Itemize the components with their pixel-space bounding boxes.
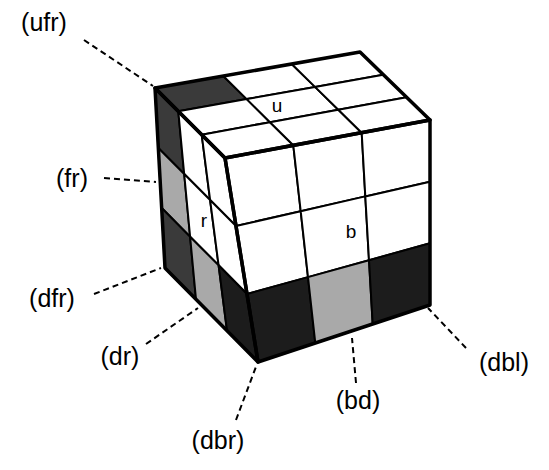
cube-outline <box>155 52 430 158</box>
face-label: u <box>270 96 285 115</box>
cube-edges <box>155 52 430 362</box>
cube-outline <box>225 120 430 362</box>
callout-label: (ufr) <box>21 10 67 35</box>
leader-line <box>428 308 466 348</box>
face-label: r <box>199 211 209 230</box>
callout-label: (bd) <box>336 388 380 413</box>
cube-outline <box>155 88 258 362</box>
callout-label: (dr) <box>101 344 140 369</box>
leader-line <box>94 268 161 294</box>
callout-label: (dbl) <box>479 350 529 375</box>
cube-cells <box>155 52 430 362</box>
callout-label: (dfr) <box>29 286 75 311</box>
leader-line <box>84 40 153 86</box>
leader-line <box>352 338 356 383</box>
face-label: b <box>344 222 359 241</box>
leader-lines <box>84 40 466 420</box>
leader-line <box>104 178 156 182</box>
cube-sticker <box>308 260 373 343</box>
leader-line <box>236 364 257 420</box>
leader-line <box>146 308 198 344</box>
cube-sticker <box>369 243 430 324</box>
callout-label: (fr) <box>56 166 88 191</box>
callout-label: (dbr) <box>192 428 245 453</box>
